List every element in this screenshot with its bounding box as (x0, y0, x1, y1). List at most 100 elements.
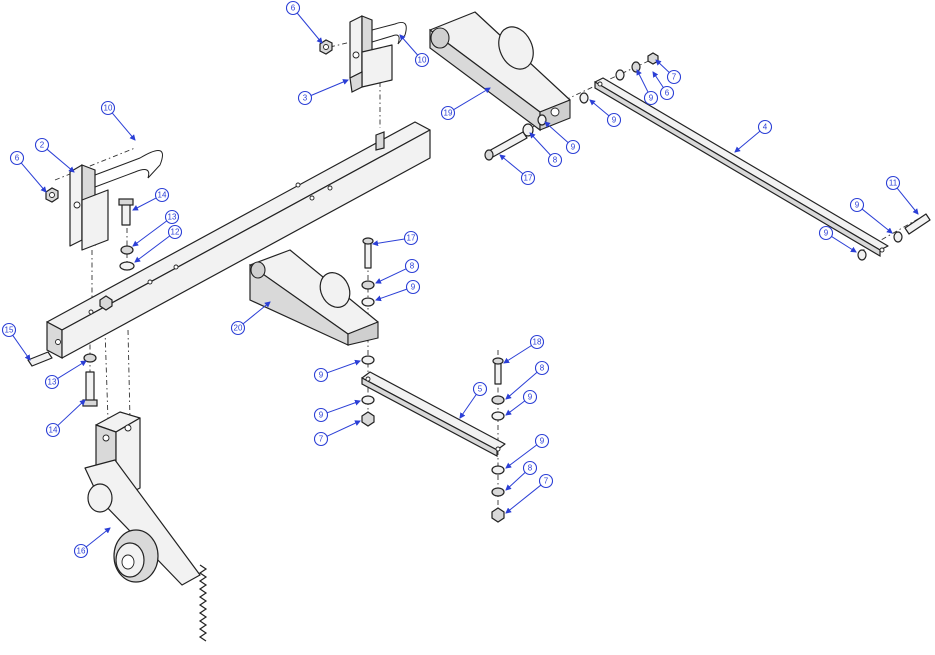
balloon-circle (154, 187, 170, 203)
balloon-circle (44, 374, 60, 390)
leader-line (111, 112, 136, 141)
balloon-circle (313, 407, 329, 423)
balloon-10: 10 (399, 34, 430, 68)
balloon-label: 17 (407, 234, 416, 243)
balloon-label: 8 (553, 156, 558, 165)
actuator-part-20 (249, 249, 379, 346)
balloon-8: 8 (529, 132, 563, 168)
balloon-label: 7 (672, 73, 677, 82)
balloon-label: 7 (544, 477, 549, 486)
nut-part-6-top (319, 39, 333, 55)
pulley-assembly-part-16 (84, 411, 208, 642)
leader-line (296, 12, 323, 44)
leader-line (134, 235, 171, 263)
balloon-12: 12 (134, 224, 183, 263)
balloon-label: 10 (104, 104, 113, 113)
balloon-circle (285, 0, 301, 16)
balloon-circle (100, 100, 116, 116)
leader-line (505, 371, 538, 400)
leader-line (505, 472, 526, 491)
leader-line (132, 197, 157, 211)
balloon-circle (818, 225, 834, 241)
u-bolt-part-10-top (371, 21, 407, 45)
leader-line (57, 360, 87, 380)
balloon-label: 14 (49, 426, 58, 435)
balloon-label: 9 (528, 393, 533, 402)
leader-line (12, 335, 31, 361)
fastener-stack-middle (361, 237, 375, 427)
balloon-label: 15 (5, 326, 14, 335)
bracket-part-2 (69, 164, 109, 251)
leader-line (57, 399, 86, 426)
balloon-label: 3 (303, 94, 308, 103)
balloon-circle (9, 150, 25, 166)
leader-line (399, 34, 419, 56)
balloon-label: 9 (649, 94, 654, 103)
balloon-circle (73, 543, 89, 559)
balloon-circle (1, 322, 17, 338)
balloon-circle (547, 152, 563, 168)
balloon-label: 6 (15, 154, 20, 163)
leader-line (85, 527, 111, 548)
leader-line (589, 99, 610, 117)
leader-line (375, 288, 408, 302)
balloon-16: 16 (73, 527, 111, 559)
balloon-circle (522, 389, 538, 405)
balloon-9: 9 (589, 99, 622, 128)
balloon-14: 14 (132, 187, 170, 211)
balloon-9: 9 (636, 69, 659, 106)
callout-balloons: 6310197969981741199102614131215131420178… (1, 0, 919, 559)
balloon-circle (472, 381, 488, 397)
balloon-circle (659, 85, 675, 101)
leader-line (46, 148, 75, 173)
balloon-circle (849, 197, 865, 213)
balloon-label: 9 (319, 371, 324, 380)
balloon-18: 18 (503, 334, 545, 364)
fastener-stack-upper-left (118, 198, 135, 271)
balloon-15: 15 (1, 322, 31, 361)
balloon-label: 6 (291, 4, 296, 13)
balloon-circle (565, 139, 581, 155)
balloon-11: 11 (885, 175, 919, 215)
balloon-7: 7 (505, 473, 554, 514)
balloon-label: 9 (824, 229, 829, 238)
leader-line (326, 399, 361, 414)
balloon-9: 9 (313, 359, 361, 383)
actuator-part-19 (429, 11, 571, 132)
balloon-label: 20 (234, 324, 243, 333)
balloon-label: 19 (444, 109, 453, 118)
balloon-circle (414, 52, 430, 68)
balloon-label: 4 (763, 123, 768, 132)
balloon-6: 6 (285, 0, 323, 44)
leader-line (655, 59, 670, 73)
balloon-label: 12 (171, 228, 180, 237)
balloon-circle (643, 90, 659, 106)
leader-line (503, 345, 532, 364)
leader-line (896, 187, 919, 215)
balloon-label: 9 (411, 283, 416, 292)
balloon-circle (538, 473, 554, 489)
balloon-8: 8 (505, 360, 550, 400)
balloon-label: 11 (889, 179, 898, 188)
bracket-part-3 (349, 15, 393, 93)
leader-line (652, 71, 664, 88)
balloon-7: 7 (313, 420, 361, 447)
balloon-9: 9 (544, 121, 581, 155)
main-beam (46, 121, 431, 359)
balloon-label: 9 (540, 437, 545, 446)
leader-line (375, 268, 407, 284)
balloon-label: 7 (319, 435, 324, 444)
balloon-circle (440, 105, 456, 121)
balloon-circle (167, 224, 183, 240)
balloon-circle (403, 230, 419, 246)
leader-line (326, 420, 361, 437)
balloon-label: 16 (77, 547, 86, 556)
balloon-6: 6 (9, 150, 47, 193)
balloon-circle (757, 119, 773, 135)
leader-line (529, 132, 551, 156)
balloon-label: 13 (48, 378, 57, 387)
balloon-label: 17 (524, 174, 533, 183)
balloon-label: 18 (533, 338, 542, 347)
pin-part-17-top (484, 131, 528, 161)
